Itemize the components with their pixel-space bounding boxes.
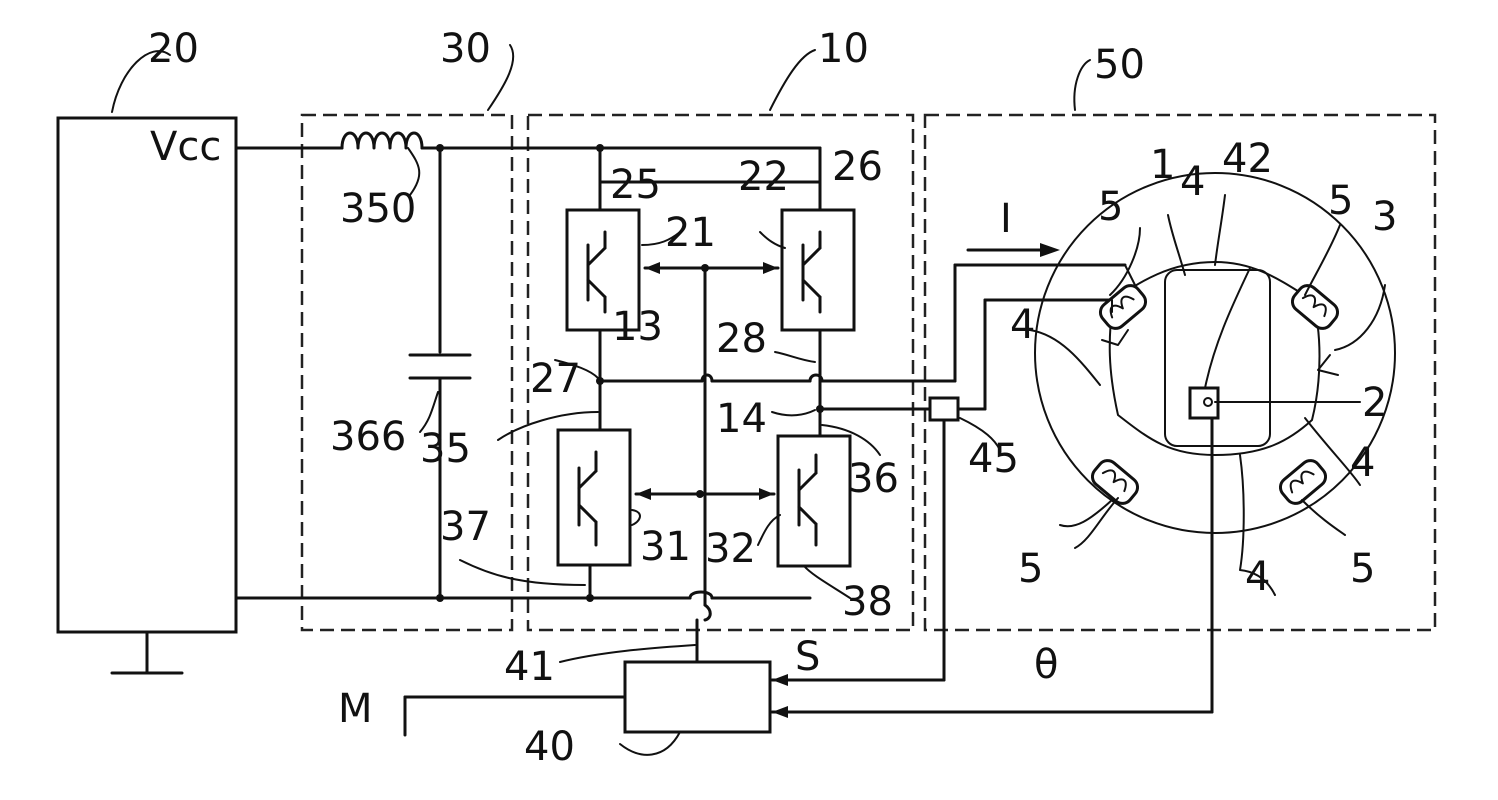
command-label: M [338, 686, 373, 732]
shaft [1190, 388, 1360, 418]
coil-tl-label: 5 [1098, 184, 1123, 230]
coil-tr-label: 5 [1328, 178, 1353, 224]
wire-35-label: 35 [420, 426, 471, 472]
shaft-label: 2 [1362, 380, 1387, 426]
inverter-label: 10 [818, 26, 869, 72]
current-sensor-label: 45 [968, 436, 1019, 482]
pole-top-label: 4 [1180, 159, 1205, 205]
right-leg [816, 300, 1112, 436]
neg-rail-label: 37 [440, 504, 491, 550]
position-sensor-label: 42 [1222, 136, 1273, 182]
coil-br-label: 5 [1350, 546, 1375, 592]
power-supply-label: 20 [148, 26, 199, 72]
pole-right-label: 4 [1350, 440, 1375, 486]
command-line [405, 697, 625, 735]
pole-bottom-label: 4 [1245, 554, 1270, 600]
angle-label: θ [1034, 642, 1058, 688]
coil-bl-label: 5 [1018, 546, 1043, 592]
switch-32 [778, 436, 850, 566]
switch-22-label: 22 [738, 154, 789, 200]
rotor-label: 1 [1150, 142, 1175, 188]
wire-28-label: 28 [716, 316, 767, 362]
control-line-label: 41 [504, 644, 555, 690]
wire-38-label: 38 [842, 579, 893, 625]
inductor-label: 350 [340, 186, 416, 232]
current-arrow [968, 243, 1060, 257]
switch-32-label: 32 [705, 526, 756, 572]
switch-31-label: 31 [640, 524, 691, 570]
node-14-label: 14 [716, 396, 767, 442]
pole-left-label: 4 [1010, 302, 1035, 348]
current-label: I [1000, 196, 1012, 242]
switch-31 [558, 430, 630, 565]
switch-21-label: 21 [665, 210, 716, 256]
wire-36-label: 36 [848, 456, 899, 502]
rotor [1165, 270, 1270, 446]
coil-top-left [1096, 281, 1149, 332]
controller-label: 40 [524, 724, 575, 770]
stator-label: 3 [1372, 194, 1397, 240]
conn-26-label: 26 [832, 144, 883, 190]
vcc-label: Vcc [150, 124, 221, 170]
sense-label: S [795, 634, 820, 680]
conn-25-label: 25 [610, 162, 661, 208]
capacitor-label: 366 [330, 414, 406, 460]
controller [625, 662, 770, 732]
wire-27-label: 27 [530, 356, 581, 402]
node-13-label: 13 [612, 304, 663, 350]
switch-22 [782, 210, 854, 330]
motor-label: 50 [1094, 42, 1145, 88]
filter-label: 30 [440, 26, 491, 72]
coil-bottom-left [1088, 456, 1141, 507]
